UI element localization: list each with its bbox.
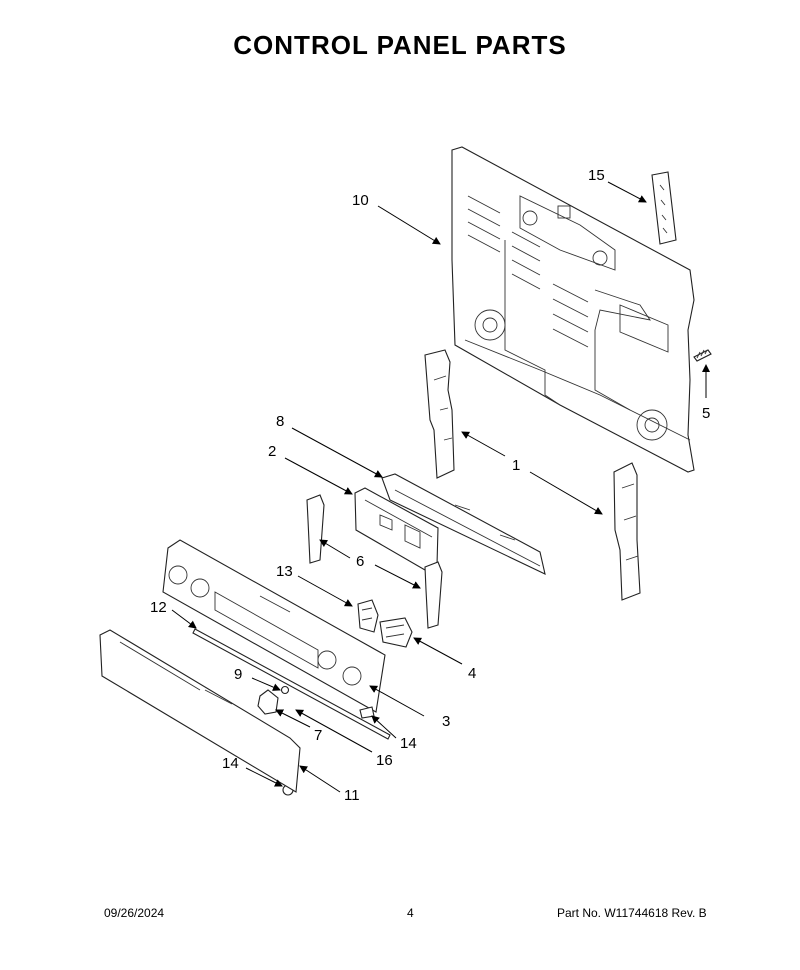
part-15-bracket	[651, 171, 677, 245]
callout-3: 3	[442, 713, 450, 730]
part-7-knob	[257, 689, 279, 715]
part-5-screw	[693, 349, 712, 362]
callout-12: 12	[150, 599, 167, 616]
callout-16: 16	[376, 752, 393, 769]
callout-7: 7	[314, 727, 322, 744]
part-9-spring	[280, 685, 290, 695]
part-6-bracket-a	[306, 494, 325, 564]
callout-11: 11	[344, 787, 360, 804]
page-title: CONTROL PANEL PARTS	[233, 30, 567, 60]
part-8-rail	[381, 473, 546, 575]
part-4-switch	[379, 617, 413, 648]
callout-14-a: 14	[400, 735, 417, 752]
callout-15: 15	[588, 167, 605, 184]
part-11-lower-trim	[99, 629, 301, 793]
callout-8: 8	[276, 413, 284, 430]
callout-labels: 10 15 5 1 8 2 6 13 12 4 9 3 7 14 16 14 1…	[150, 167, 710, 804]
footer-date: 09/26/2024	[104, 906, 165, 920]
part-10-rear-panel	[451, 146, 695, 473]
part-12-trim-strip	[192, 628, 391, 740]
leader-lines	[171, 181, 710, 793]
callout-13: 13	[276, 563, 293, 580]
part-1-side-bracket-right	[613, 462, 641, 601]
part-1-side-bracket-left	[424, 349, 455, 479]
part-6-bracket-b	[424, 561, 443, 629]
footer-page-number: 4	[407, 906, 414, 920]
part-3-control-panel-face	[162, 539, 386, 713]
callout-1: 1	[512, 457, 520, 474]
footer-part-number: Part No. W11744618 Rev. B	[557, 906, 707, 920]
callout-6: 6	[356, 553, 364, 570]
callout-14-b: 14	[222, 755, 239, 772]
callout-10: 10	[352, 192, 369, 209]
callout-9: 9	[234, 666, 242, 683]
callout-2: 2	[268, 443, 276, 460]
callout-4: 4	[468, 665, 476, 682]
callout-5: 5	[702, 405, 710, 422]
part-13-switch	[357, 599, 379, 633]
